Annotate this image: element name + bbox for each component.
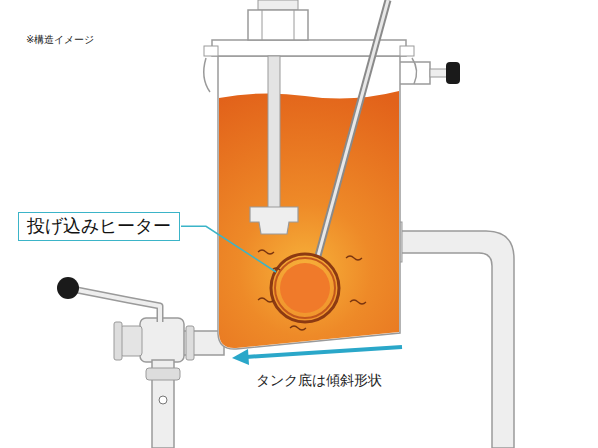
leader-line (181, 226, 276, 272)
valve-port (120, 326, 142, 356)
lid-clamp (400, 46, 414, 56)
valve-body (140, 318, 184, 362)
arrow-head (232, 349, 249, 365)
heated-zone (280, 263, 330, 313)
knob-rod (430, 69, 448, 77)
part-label: 投げ込みヒーター (27, 215, 171, 238)
stem-pin (159, 396, 167, 404)
valve-flange (114, 322, 122, 360)
knob-bracket (400, 62, 430, 84)
slope-arrow (246, 347, 402, 357)
valve-handle (72, 289, 160, 322)
liquid (219, 91, 399, 348)
tank-body (218, 56, 400, 349)
impeller (250, 207, 298, 234)
agitator-shaft (268, 56, 280, 208)
mount-line (262, 10, 263, 40)
knob (446, 62, 460, 84)
heater-coil (271, 254, 339, 322)
valve-handle-core (72, 289, 160, 322)
annotation-text: タンク底は傾斜形状 (256, 372, 382, 390)
note-text: ※構造イメージ (26, 33, 94, 47)
heater-coil (275, 258, 335, 318)
mixer-mount (248, 10, 308, 40)
clamp-handle (204, 58, 210, 92)
pipe-clamp (186, 326, 194, 360)
heater-rod-core (318, 0, 388, 256)
motor-base (258, 0, 298, 10)
heat-waves (258, 250, 366, 330)
handle-knob (57, 277, 79, 299)
lid-clamp (204, 46, 218, 56)
heater-rod (318, 0, 388, 256)
stem-clamp (146, 368, 180, 380)
outlet-pipe (398, 231, 514, 448)
callout-box: 投げ込みヒーター (18, 212, 180, 241)
mount-line (294, 10, 295, 40)
